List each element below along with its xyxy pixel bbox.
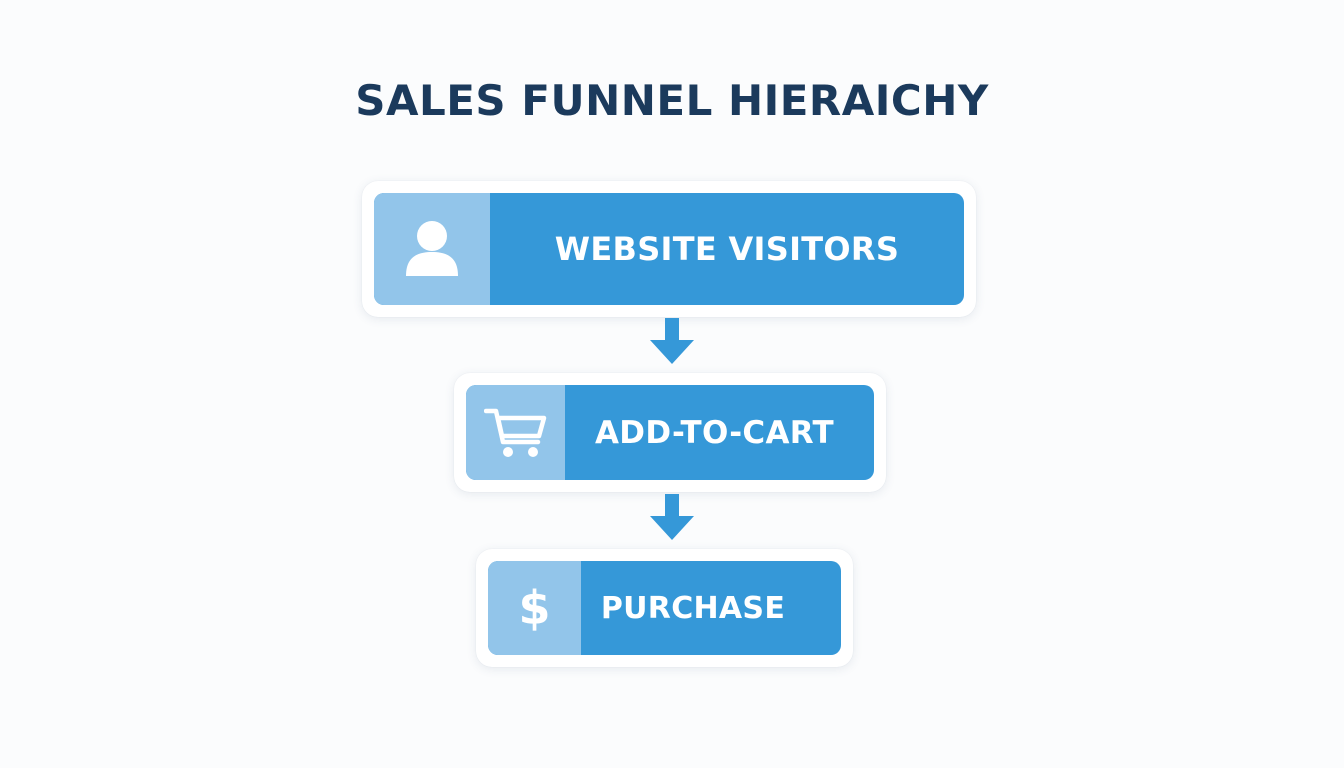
arrow-down-icon xyxy=(650,494,694,540)
icon-panel: $ xyxy=(488,561,581,655)
stage-label: WEBSITE VISITORS xyxy=(554,230,900,268)
icon-panel xyxy=(466,385,565,480)
stage-label: PURCHASE xyxy=(600,590,786,626)
stage-bar: ADD-TO-CART xyxy=(466,385,874,480)
arrow-down-icon xyxy=(650,318,694,364)
icon-panel xyxy=(374,193,490,305)
stage-label: ADD-TO-CART xyxy=(595,414,834,451)
diagram-title: SALES FUNNEL HIERAICHY xyxy=(355,76,989,125)
funnel-stage-add-to-cart: ADD-TO-CART xyxy=(454,373,886,492)
shopping-cart-icon xyxy=(483,408,546,457)
funnel-stage-website-visitors: WEBSITE VISITORS xyxy=(362,181,976,317)
user-icon xyxy=(406,221,458,276)
dollar-sign-icon: $ xyxy=(518,581,551,635)
stage-bar: WEBSITE VISITORS xyxy=(374,193,964,305)
funnel-stage-purchase: $ PURCHASE xyxy=(476,549,853,667)
stage-bar: $ PURCHASE xyxy=(488,561,841,655)
